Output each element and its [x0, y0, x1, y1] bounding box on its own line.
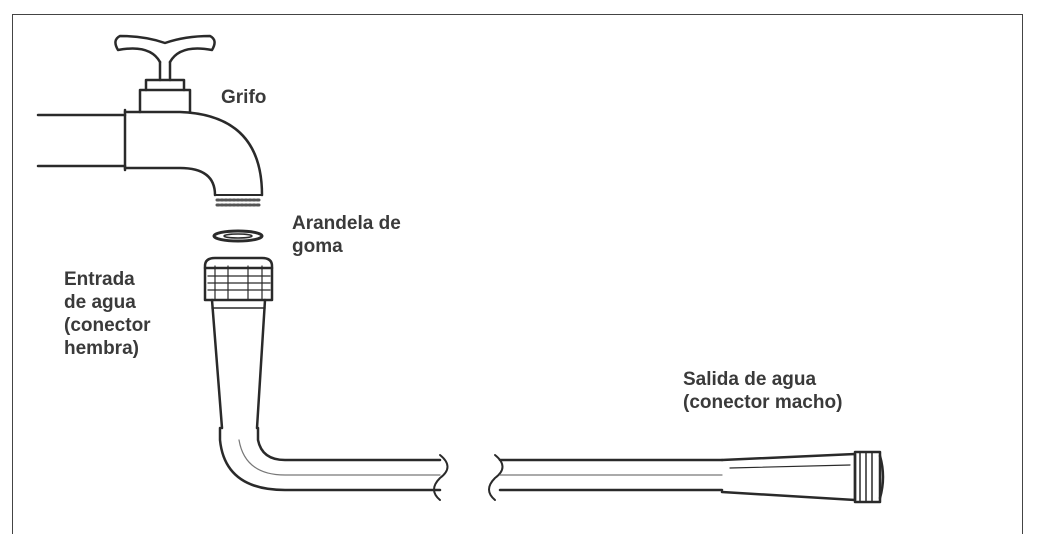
label-rubber-washer: Arandela de goma: [292, 213, 401, 257]
label-water-inlet: Entrada de agua (conector hembra): [64, 269, 151, 359]
female-connector-illustration: [203, 256, 274, 430]
label-tap: Grifo: [221, 87, 267, 108]
faucet-illustration: [36, 34, 264, 207]
rubber-washer-illustration: [212, 229, 264, 243]
faucet-thread: [214, 194, 263, 207]
label-water-outlet: Salida de agua (conector macho): [683, 369, 843, 413]
diagram-border: [12, 14, 1023, 534]
hose-illustration: [218, 426, 724, 501]
male-connector-illustration: [720, 450, 885, 504]
